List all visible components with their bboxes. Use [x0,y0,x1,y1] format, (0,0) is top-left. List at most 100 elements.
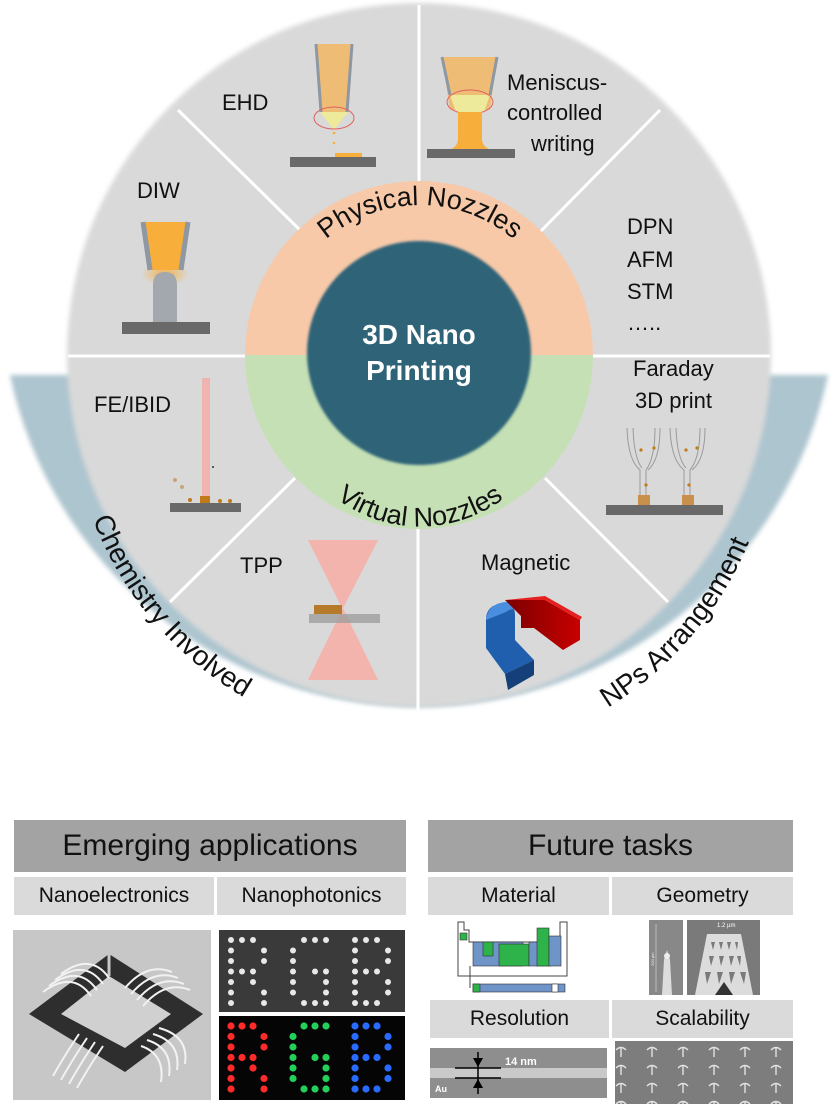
array-structure [770,1046,782,1057]
rgb-pixel-dot [289,1074,297,1083]
rgb-pixel-dot [311,1085,319,1093]
febid-beam-icon [170,378,241,512]
rgb-pixel-dot [384,1043,392,1051]
rgb-pixel-dot [363,968,369,975]
rgb-pixel-dot [373,1022,381,1030]
center-title-line1: 3D Nano [362,319,476,350]
rgb-pixel-dot [351,1032,359,1041]
ehd-nozzle-icon [290,43,376,167]
rgb-pixel-dot [290,979,296,985]
diw-label: DIW [137,178,180,203]
rgb-pixel-dot [363,937,369,943]
array-structure [708,1046,720,1057]
rgb-pixel-dot [228,947,234,954]
magnetic-label: Magnetic [481,550,570,575]
array-structure [615,1082,627,1093]
rgb-pixel-dot [322,1022,330,1030]
rgb-pixel-dot [227,1032,235,1041]
resolution-scale-label: 14 nm [505,1056,537,1068]
rgb-pixel-dot [261,989,267,996]
faraday-pillars [606,446,723,515]
geometry-scale-label: 1.2 µm [717,923,735,929]
center-title-line2: Printing [366,355,472,386]
rgb-pixel-dot [227,1064,235,1072]
probe-methods-label: DPN AFM STM ….. [627,214,680,335]
rgb-pixel-dot [228,989,234,996]
array-structure [708,1100,720,1104]
rgb-pixel-dot [250,968,256,975]
rgb-pixel-dot [323,968,329,975]
rgb-pixel-dot [352,947,358,954]
rgb-pixel-dot [351,1053,359,1062]
array-structure [770,1064,782,1075]
array-structure [677,1100,689,1104]
rgb-pixel-dot [289,1032,297,1041]
array-structure [770,1100,782,1104]
array-structure [739,1046,751,1057]
geometry-height-label: 200 µm [650,952,655,966]
array-structure [646,1064,658,1075]
rgb-pixel-dot [261,947,267,954]
array-structure [615,1100,627,1104]
rgb-pixel-dot [238,1053,246,1062]
resolution-material-label: Au [435,1084,447,1094]
rgb-pixel-dot [352,989,358,996]
rgb-pixel-dot [312,1000,318,1006]
resolution-label: Resolution [430,1000,609,1038]
rgb-pixel-dot [289,1043,297,1051]
rgb-pixel-dot [250,979,256,985]
rgb-pixel-dot [289,1064,297,1072]
nanophotonics-label: Nanophotonics [217,877,406,915]
center-circle [307,241,531,465]
rgb-pixel-dot [362,1085,370,1093]
array-structure [646,1046,658,1057]
rgb-pixel-dot [228,968,234,975]
array-structure [615,1064,627,1075]
rgb-pixel-dot [351,1064,359,1072]
array-structure [615,1046,627,1057]
rgb-pixel-dot [312,937,318,943]
rgb-pixel-dot [385,947,391,954]
rgb-pixel-dot [373,1085,381,1093]
rgb-pixel-dot [323,1000,329,1006]
rgb-pixel-dot [239,968,245,975]
array-structure [677,1064,689,1075]
rgb-pixel-dot [352,968,358,975]
array-structure [739,1100,751,1104]
febid-label: FE/IBID [94,392,171,417]
rgb-pixel-dot [352,979,358,985]
rgb-pixel-dot [300,1022,308,1030]
geometry-tower-image: 200 µm 1.2 µm [649,920,760,995]
rgb-pixel-dot [301,937,307,943]
rgb-pixel-dot [227,1085,235,1093]
rgb-pixel-dot [322,1064,330,1072]
array-structure [646,1100,658,1104]
array-structure [677,1082,689,1093]
geometry-label: Geometry [612,877,793,915]
rgb-pixel-dot [290,989,296,996]
tpp-laser-icon [308,540,380,680]
rgb-pixel-dot [227,1022,235,1030]
rgb-pixel-dot [290,968,296,975]
rgb-pixel-dot [260,1043,268,1051]
material-label: Material [428,877,609,915]
rgb-pixel-dot [250,937,256,943]
horseshoe-magnet-icon [486,596,582,690]
rgb-pixel-dot [351,1022,359,1030]
tpp-label: TPP [240,553,283,578]
rgb-pixel-dot [362,1053,370,1062]
rgb-pixel-dot [312,968,318,975]
nanoelectronics-image [13,930,211,1100]
rgb-pixel-dot [227,1074,235,1083]
rgb-pixel-dot [289,1053,297,1062]
rgb-pixel-dot [238,1022,246,1030]
rgb-pixel-dot [261,958,267,964]
rgb-pixel-dot [227,1053,235,1062]
rgb-pixel-dot [351,1043,359,1051]
rgb-pixel-dot [352,1000,358,1006]
rgb-pixel-dot [322,1085,330,1093]
rgb-pixel-dot [323,979,329,985]
rgb-pixel-dot [373,1053,381,1062]
rgb-pixel-dot [239,937,245,943]
rgb-pixel-dot [322,1053,330,1062]
